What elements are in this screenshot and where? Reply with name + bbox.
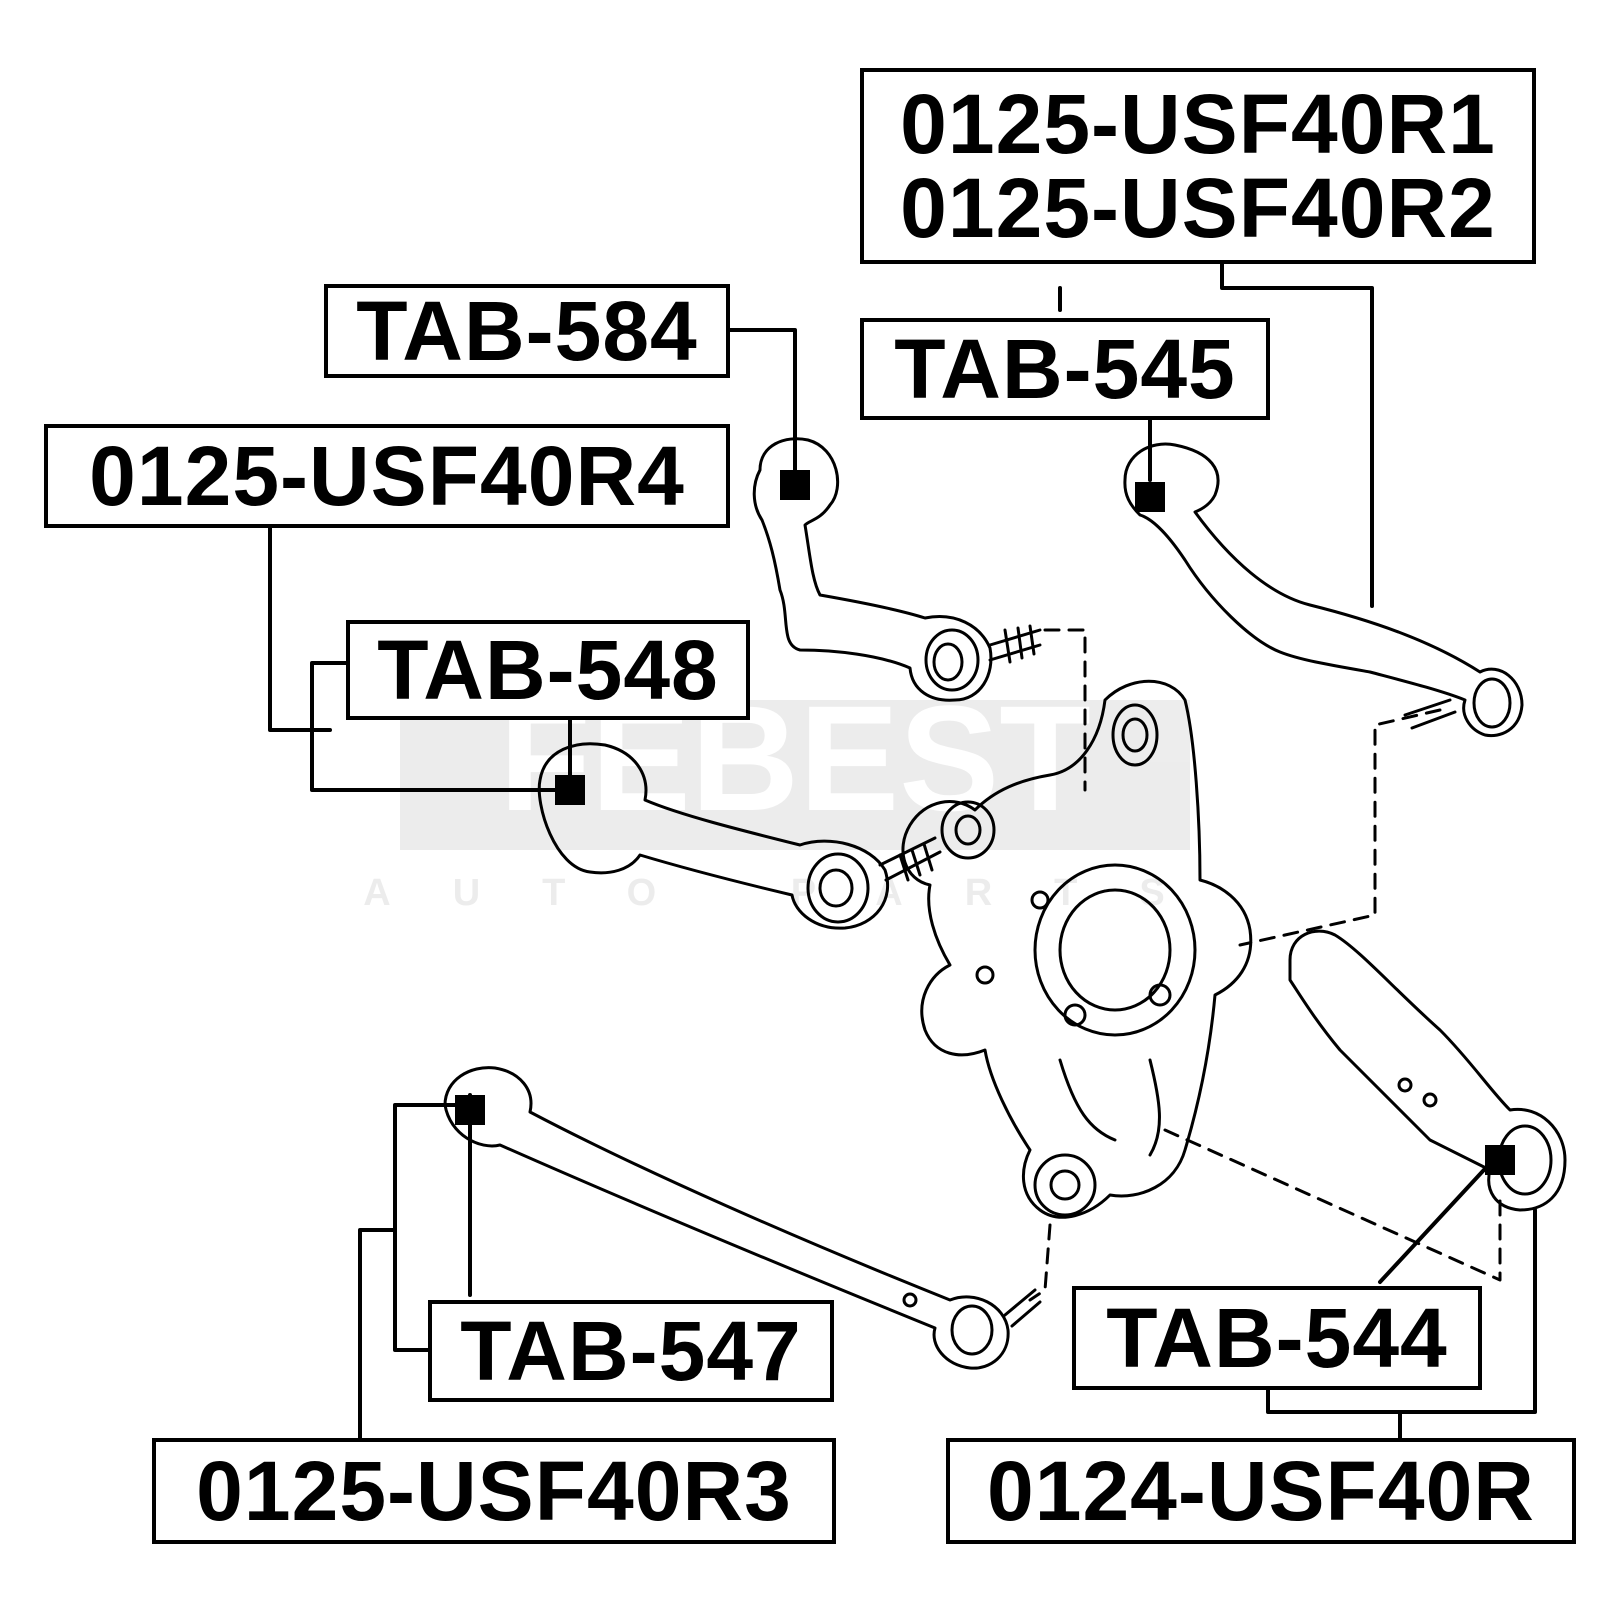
label-0125-usf40r4-text: 0125-USF40R4 [89,429,685,523]
label-0125-usf40r3: 0125-USF40R3 [152,1438,836,1544]
label-0125-usf40r3-text: 0125-USF40R3 [196,1444,792,1538]
label-tab-547: TAB-547 [428,1300,834,1402]
label-tab-548: TAB-548 [346,620,750,720]
watermark-sub: AUTO PARTS [363,872,1227,914]
label-tab-544-text: TAB-544 [1106,1291,1448,1385]
lateral-arm-lower [443,1066,1042,1370]
label-0125-usf40r4: 0125-USF40R4 [44,424,730,528]
upper-arm-rear [1123,442,1524,738]
label-tab-547-text: TAB-547 [460,1304,802,1398]
label-tab-584-text: TAB-584 [356,284,698,378]
leader-lines [268,261,1537,1442]
label-tab-545-text: TAB-545 [894,322,1236,416]
label-0125-usf40r2-text: 0125-USF40R2 [900,161,1496,255]
upper-arm-front [752,437,1042,702]
lateral-arm-upper [537,742,942,930]
label-tab-548-text: TAB-548 [377,623,719,717]
assembly-guides [1028,628,1502,1302]
label-tab-545: TAB-545 [860,318,1270,420]
label-0124-usf40r: 0124-USF40R [946,1438,1576,1544]
lower-arm [1288,929,1567,1212]
label-0125-usf40r1-r2: 0125-USF40R1 0125-USF40R2 [860,68,1536,264]
bushing-markers [455,470,1515,1175]
label-tab-544: TAB-544 [1072,1286,1482,1390]
knuckle [901,679,1253,1219]
label-tab-584: TAB-584 [324,284,730,378]
label-0125-usf40r1-text: 0125-USF40R1 [900,77,1496,171]
label-0124-usf40r-text: 0124-USF40R [987,1444,1535,1538]
